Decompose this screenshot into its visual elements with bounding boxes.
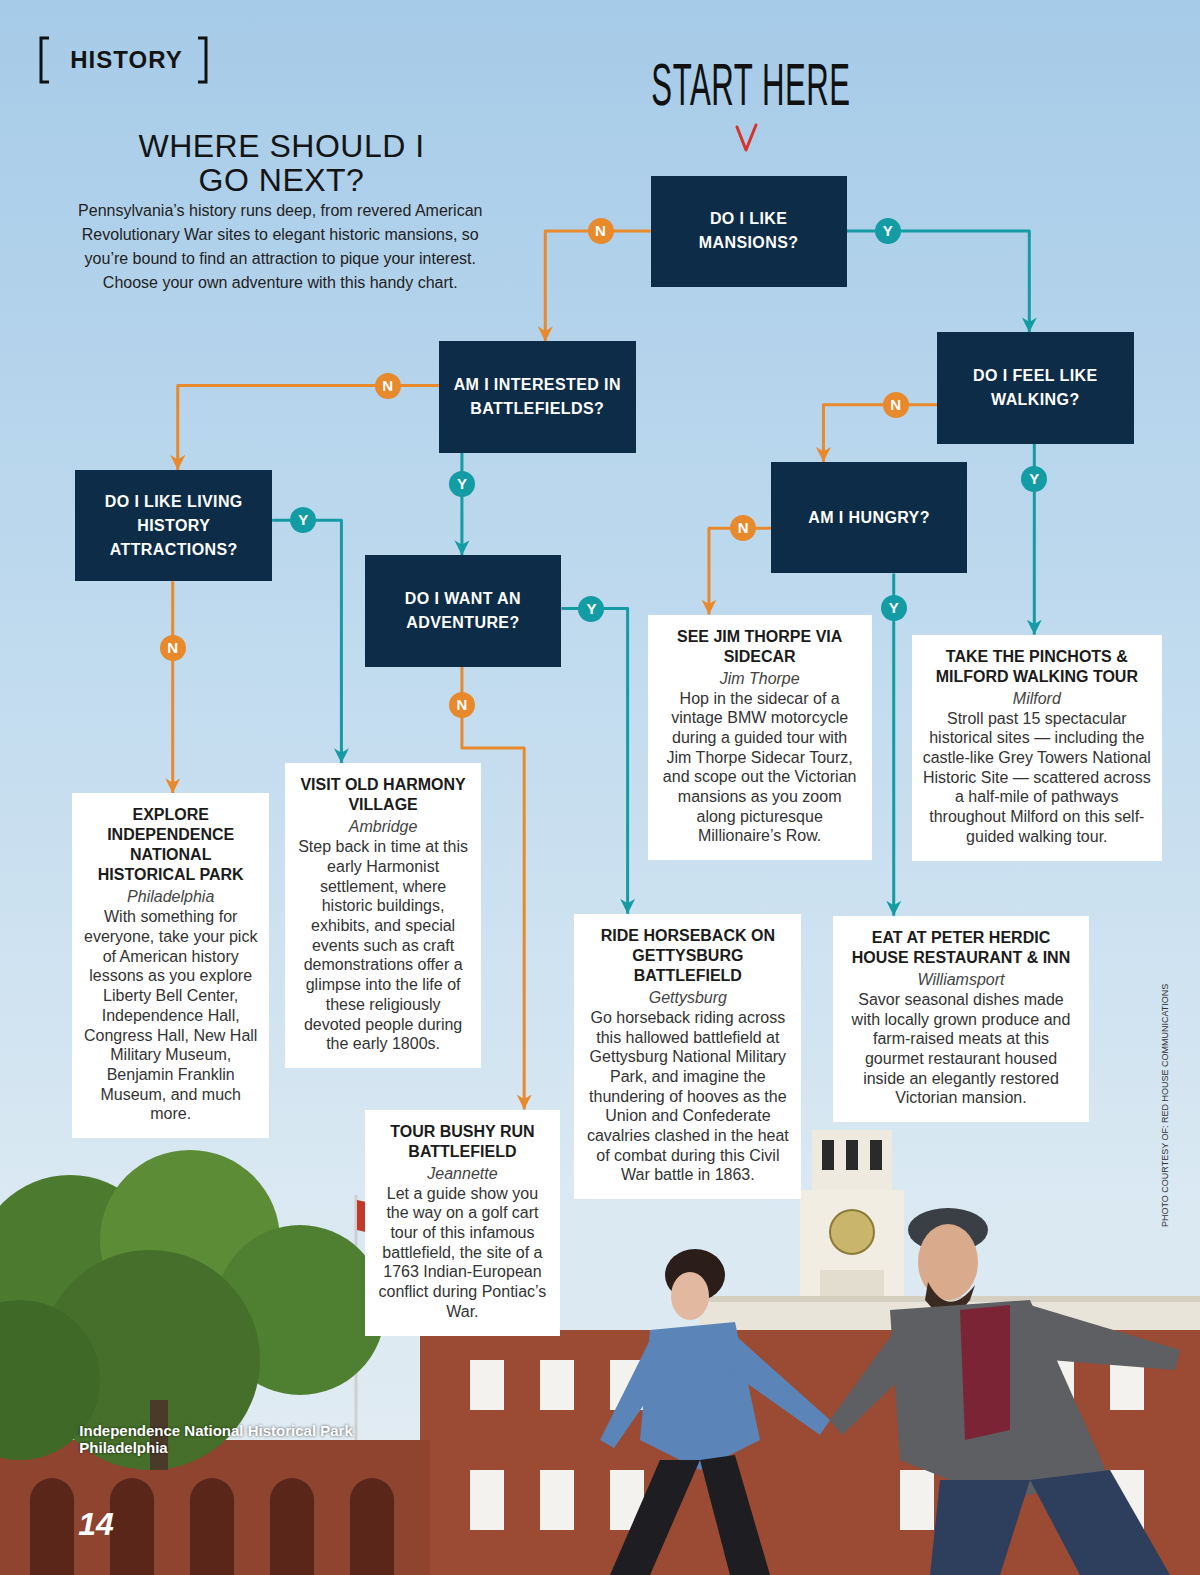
answer-badge: Y bbox=[290, 507, 316, 533]
location-name: Jim Thorpe bbox=[658, 669, 862, 689]
description-text: Hop in the sidecar of a vintage BMW moto… bbox=[658, 689, 862, 847]
flow-connector bbox=[272, 520, 341, 763]
location-name: Milford bbox=[922, 689, 1152, 709]
decision-box: DO I WANT AN ADVENTURE? bbox=[365, 555, 562, 666]
answer-badge: N bbox=[449, 692, 475, 718]
attraction-title: EXPLORE INDEPENDENCE NATIONAL HISTORICAL… bbox=[82, 805, 259, 885]
decision-box: AM I INTERESTED IN BATTLEFIELDS? bbox=[439, 341, 636, 452]
answer-badge: N bbox=[883, 392, 909, 418]
attraction-title: EAT AT PETER HERDIC HOUSE RESTAURANT & I… bbox=[843, 928, 1078, 968]
flow-connector bbox=[892, 573, 895, 915]
attraction-card: TOUR BUSHY RUN BATTLEFIELDJeannetteLet a… bbox=[365, 1110, 561, 1336]
decision-box: DO I LIKE MANSIONS? bbox=[651, 176, 847, 287]
page-title: WHERE SHOULD I GO NEXT? bbox=[121, 129, 443, 197]
photo-caption: Independence National Historical Park Ph… bbox=[79, 1422, 399, 1456]
page-number: 14 bbox=[78, 1506, 114, 1543]
question-text: DO I LIKE MANSIONS? bbox=[663, 207, 835, 255]
attraction-card: EAT AT PETER HERDIC HOUSE RESTAURANT & I… bbox=[833, 916, 1088, 1122]
question-text: DO I LIKE LIVING HISTORY ATTRACTIONS? bbox=[87, 490, 260, 562]
flow-connector bbox=[561, 609, 627, 914]
decision-box: DO I LIKE LIVING HISTORY ATTRACTIONS? bbox=[75, 470, 272, 581]
location-name: Jeannette bbox=[375, 1164, 551, 1184]
answer-badge: Y bbox=[875, 218, 901, 244]
answer-badge: Y bbox=[1021, 466, 1047, 492]
answer-badge: Y bbox=[578, 596, 604, 622]
flow-connector bbox=[460, 453, 463, 555]
answer-badge: N bbox=[730, 515, 756, 541]
description-text: Savor seasonal dishes made with locally … bbox=[843, 990, 1078, 1108]
flow-connector bbox=[171, 581, 174, 793]
flow-connector bbox=[847, 231, 1030, 332]
question-text: AM I HUNGRY? bbox=[808, 506, 930, 530]
attraction-title: VISIT OLD HARMONY VILLAGE bbox=[295, 775, 471, 815]
description-text: Go horseback riding across this hallowed… bbox=[584, 1008, 791, 1185]
attraction-title: TAKE THE PINCHOTS & MILFORD WALKING TOUR bbox=[922, 647, 1152, 687]
description-text: With something for everyone, take your p… bbox=[82, 907, 259, 1124]
answer-badge: N bbox=[160, 635, 186, 661]
attraction-title: TOUR BUSHY RUN BATTLEFIELD bbox=[375, 1122, 551, 1162]
answer-badge: Y bbox=[881, 595, 907, 621]
attraction-title: RIDE HORSEBACK ON GETTYSBURG BATTLEFIELD bbox=[584, 926, 791, 986]
question-text: AM I INTERESTED IN BATTLEFIELDS? bbox=[451, 373, 624, 421]
bracket bbox=[198, 38, 206, 82]
attraction-card: RIDE HORSEBACK ON GETTYSBURG BATTLEFIELD… bbox=[574, 914, 801, 1199]
location-name: Gettysburg bbox=[584, 988, 791, 1008]
description-text: Let a guide show you the way on a golf c… bbox=[375, 1184, 551, 1322]
attraction-title: SEE JIM THORPE VIA SIDECAR bbox=[658, 627, 862, 667]
photo-credit: PHOTO COURTESY OF: RED HOUSE COMMUNICATI… bbox=[1160, 984, 1170, 1227]
answer-badge: N bbox=[588, 218, 614, 244]
question-text: DO I WANT AN ADVENTURE? bbox=[377, 587, 550, 635]
attraction-card: SEE JIM THORPE VIA SIDECARJim ThorpeHop … bbox=[648, 615, 872, 861]
start-label: START HERE bbox=[651, 52, 850, 118]
check-mark bbox=[737, 125, 756, 150]
attraction-card: TAKE THE PINCHOTS & MILFORD WALKING TOUR… bbox=[912, 635, 1162, 861]
decision-box: DO I FEEL LIKE WALKING? bbox=[937, 332, 1134, 443]
answer-badge: N bbox=[375, 373, 401, 399]
location-name: Ambridge bbox=[295, 817, 471, 837]
section-label: HISTORY bbox=[70, 46, 182, 74]
decision-box: AM I HUNGRY? bbox=[771, 462, 967, 573]
flow-connector bbox=[178, 386, 439, 470]
question-text: DO I FEEL LIKE WALKING? bbox=[949, 364, 1122, 412]
flow-connector bbox=[545, 231, 650, 341]
location-name: Williamsport bbox=[843, 970, 1078, 990]
flow-connector bbox=[823, 405, 936, 462]
description-text: Stroll past 15 spectacular historical si… bbox=[922, 709, 1152, 847]
attraction-card: VISIT OLD HARMONY VILLAGEAmbridgeStep ba… bbox=[285, 763, 481, 1068]
answer-badge: Y bbox=[449, 471, 475, 497]
flow-connector bbox=[709, 528, 771, 614]
intro-text: Pennsylvania’s history runs deep, from r… bbox=[68, 199, 492, 295]
location-name: Philadelphia bbox=[82, 887, 259, 907]
bracket bbox=[41, 38, 49, 82]
attraction-card: EXPLORE INDEPENDENCE NATIONAL HISTORICAL… bbox=[72, 793, 269, 1138]
description-text: Step back in time at this early Harmonis… bbox=[295, 837, 471, 1054]
